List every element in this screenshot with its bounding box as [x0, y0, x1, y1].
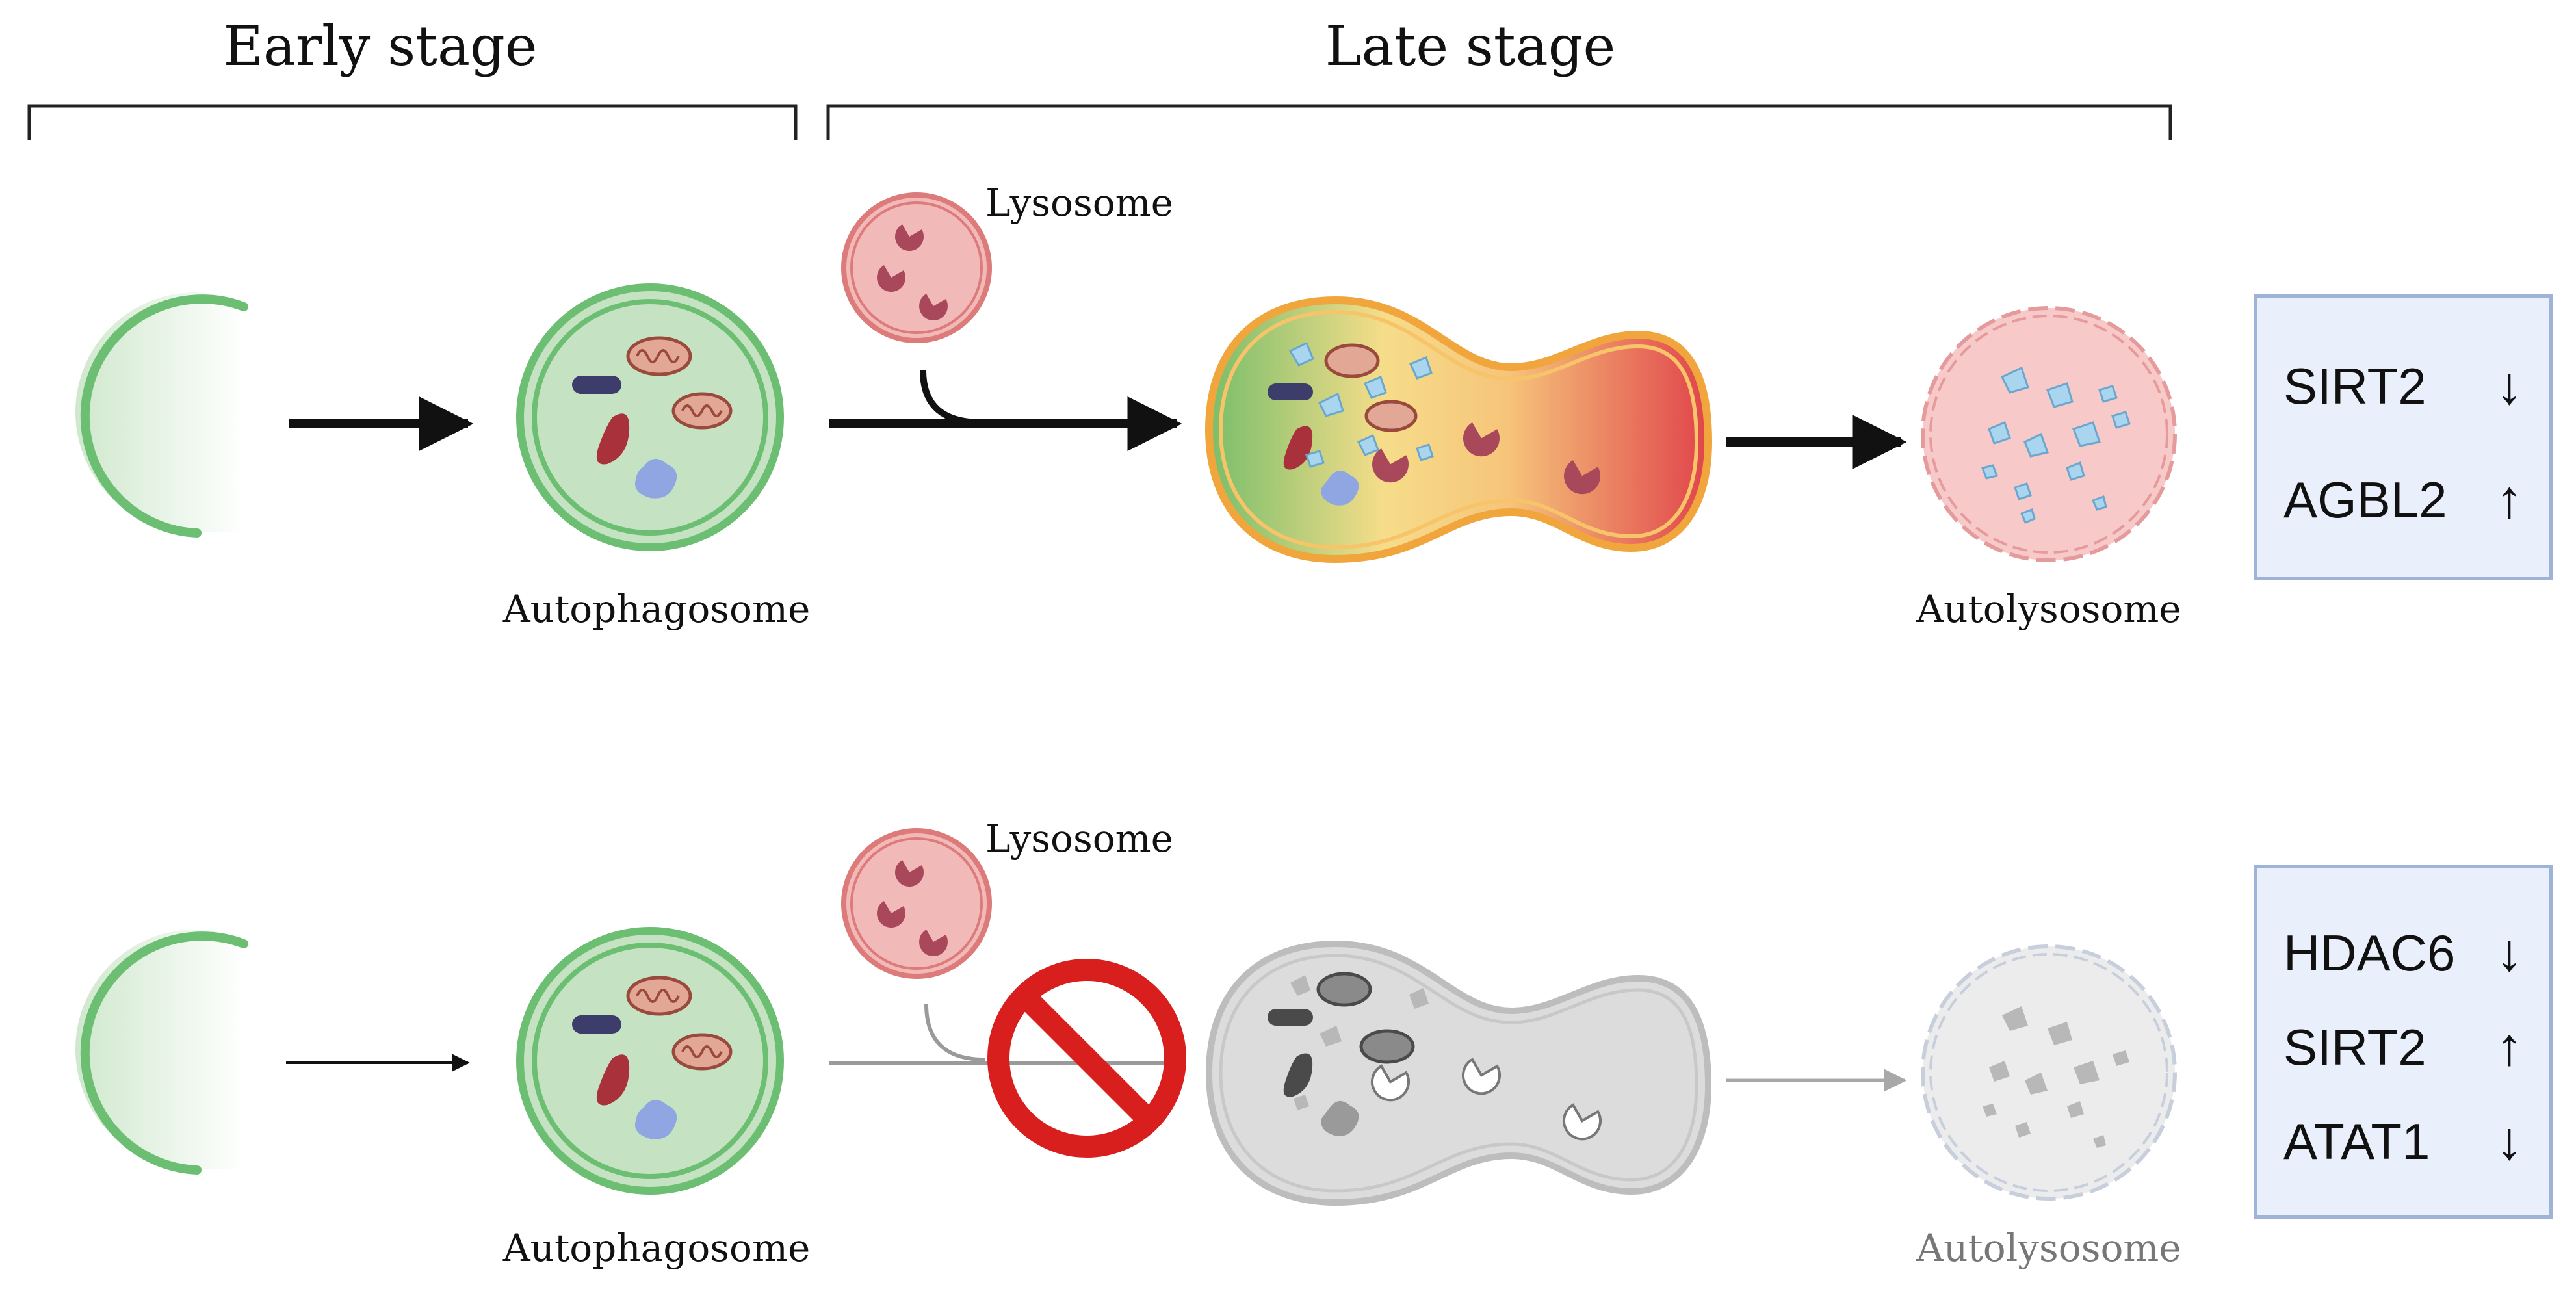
mitochondrion-icon — [626, 336, 692, 376]
fusion-vesicle-icon — [1204, 296, 1713, 564]
autolysosome-label: Autolysosome — [1916, 587, 2181, 631]
protein-aggregate-icon — [634, 458, 677, 499]
mitochondrion-icon — [671, 392, 733, 430]
down-arrow-icon: ↓ — [2496, 356, 2523, 415]
regulator-name: HDAC6 — [2283, 924, 2456, 982]
mitochondrion-icon — [671, 1033, 733, 1071]
lysosome-label: Lysosome — [985, 181, 1173, 225]
normal-regulator-box: SIRT2 ↓ AGBL2 ↑ — [2254, 294, 2553, 580]
organelle-fragment-icon — [596, 1054, 630, 1106]
organelle-fragment-icon — [596, 413, 630, 465]
early-stage-bracket — [27, 104, 798, 140]
late-stage-title: Late stage — [1325, 14, 1615, 78]
regulator-row: HDAC6 ↓ — [2283, 917, 2523, 989]
lysosome-merge-line — [920, 370, 982, 426]
inactive-autolysosome-icon — [1921, 944, 2177, 1201]
regulator-name: SIRT2 — [2283, 1018, 2426, 1076]
up-arrow-icon: ↑ — [2496, 1017, 2523, 1076]
autolysosome-icon — [1921, 306, 2177, 562]
regulator-row: SIRT2 ↑ — [2283, 1011, 2523, 1083]
autolysosome-label: Autolysosome — [1916, 1226, 2181, 1270]
inactive-fusion-vesicle-icon — [1205, 940, 1712, 1206]
lysosome-merge-line — [924, 1004, 985, 1061]
lysosome-icon — [841, 828, 992, 979]
autophagosome-icon — [516, 283, 784, 551]
autophagosome-icon — [516, 927, 784, 1195]
regulator-row: AGBL2 ↑ — [2283, 464, 2523, 536]
phagophore-icon — [75, 292, 248, 538]
mitochondrion-icon — [626, 976, 692, 1016]
prohibition-icon — [987, 959, 1186, 1158]
normal-pathway: Autophagosome Lysosome — [75, 181, 2181, 631]
vesicle-rod-icon — [572, 1015, 621, 1034]
down-arrow-icon: ↓ — [2496, 1112, 2523, 1171]
regulator-row: ATAT1 ↓ — [2283, 1106, 2523, 1177]
vesicle-rod-icon — [572, 376, 621, 394]
down-arrow-icon: ↓ — [2496, 923, 2523, 982]
late-stage-bracket — [826, 104, 2172, 140]
regulator-row: SIRT2 ↓ — [2283, 350, 2523, 422]
regulator-name: AGBL2 — [2283, 471, 2447, 528]
blocked-pathway: Autophagosome Lysosome — [75, 816, 2181, 1270]
phagophore-icon — [75, 930, 248, 1175]
protein-aggregate-icon — [634, 1099, 677, 1139]
early-stage-title: Early stage — [224, 14, 538, 78]
regulator-name: ATAT1 — [2283, 1112, 2430, 1170]
up-arrow-icon: ↑ — [2496, 470, 2523, 529]
autophagosome-label: Autophagosome — [502, 1226, 811, 1270]
regulator-name: SIRT2 — [2283, 357, 2426, 415]
autophagosome-label: Autophagosome — [502, 587, 811, 631]
lysosome-label: Lysosome — [985, 816, 1173, 861]
lysosome-icon — [841, 192, 992, 343]
blocked-regulator-box: HDAC6 ↓ SIRT2 ↑ ATAT1 ↓ — [2254, 864, 2553, 1219]
